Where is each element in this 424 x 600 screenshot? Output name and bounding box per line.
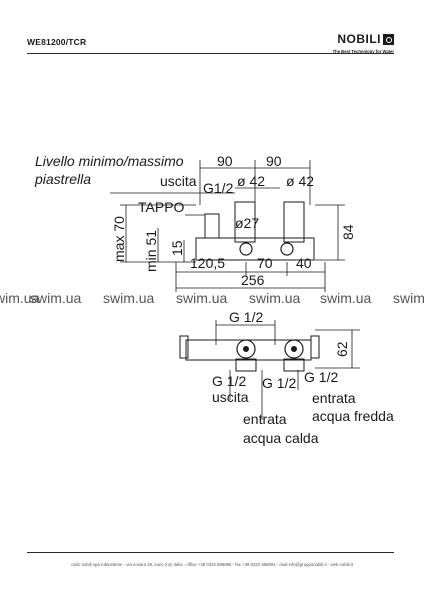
dim-70: 70 xyxy=(257,255,273,271)
watermark: swim.ua xyxy=(103,290,155,306)
hot-inlet-label-2: acqua calda xyxy=(243,430,319,446)
hot-inlet-label: entrata xyxy=(243,411,287,427)
top-stub-left xyxy=(235,358,257,372)
product-code: WE81200/TCR xyxy=(27,37,87,47)
brand-logo: NOBILI The Best Technology for Water xyxy=(333,30,394,54)
dim-90-right: 90 xyxy=(266,153,282,169)
top-valve-right xyxy=(284,339,304,359)
front-valve-right xyxy=(283,201,305,243)
thread-br-label: G 1/2 xyxy=(304,369,338,385)
dim-62: 62 xyxy=(334,341,350,357)
top-stub-right xyxy=(283,358,305,372)
dim-256: 256 xyxy=(241,272,265,288)
dim-120-5: 120,5 xyxy=(190,255,225,271)
outlet-label: uscita xyxy=(160,173,197,189)
thread-bm-label: G 1/2 xyxy=(262,375,296,391)
tile-level-label: Livello minimo/massimo xyxy=(35,153,184,169)
top-valve-left xyxy=(236,339,256,359)
cold-inlet-label-2: acqua fredda xyxy=(312,408,394,424)
thread-bl-label: G 1/2 xyxy=(212,373,246,389)
dim-40: 40 xyxy=(296,255,312,271)
footer-divider xyxy=(27,552,394,553)
dim-max-70: max 70 xyxy=(111,216,127,262)
dim-dia-42-left: ø 42 xyxy=(237,173,265,189)
watermark: swim.ua xyxy=(320,290,372,306)
top-valve-right-core xyxy=(291,346,297,352)
outlet-label-top: uscita xyxy=(212,389,249,405)
dim-dia-27: ø27 xyxy=(235,215,259,231)
thread-label: G1/2 xyxy=(203,180,234,196)
top-valve-left-core xyxy=(243,346,249,352)
watermark: swim.ua xyxy=(249,290,301,306)
watermark: swim.ua xyxy=(393,290,424,306)
top-bracket-left xyxy=(179,335,189,359)
watermark: swim.ua xyxy=(176,290,228,306)
tile-level-label-2: piastrella xyxy=(34,171,91,187)
watermark: swim.ua xyxy=(0,290,40,306)
dim-84: 84 xyxy=(340,224,356,240)
dim-15: 15 xyxy=(169,240,185,256)
front-port-right xyxy=(280,242,294,256)
dim-90-left: 90 xyxy=(217,153,233,169)
front-valve-left xyxy=(234,201,256,243)
brand-mark-icon xyxy=(383,33,394,45)
dim-min-51: min 51 xyxy=(143,230,159,272)
front-port-left xyxy=(239,242,253,256)
cold-inlet-label: entrata xyxy=(312,390,356,406)
watermark: swim.ua xyxy=(30,290,82,306)
header-divider xyxy=(27,53,394,54)
top-bracket-right xyxy=(310,335,320,359)
brand-name: NOBILI xyxy=(337,32,381,46)
front-plug xyxy=(204,213,220,239)
dim-dia-42-right: ø 42 xyxy=(286,173,314,189)
brand-tagline: The Best Technology for Water xyxy=(332,49,394,54)
thread-top-label: G 1/2 xyxy=(229,309,263,325)
plug-label: TAPPO xyxy=(138,199,185,215)
company-footer: carlo nobili spa rubinetterie - via nova… xyxy=(71,562,353,567)
